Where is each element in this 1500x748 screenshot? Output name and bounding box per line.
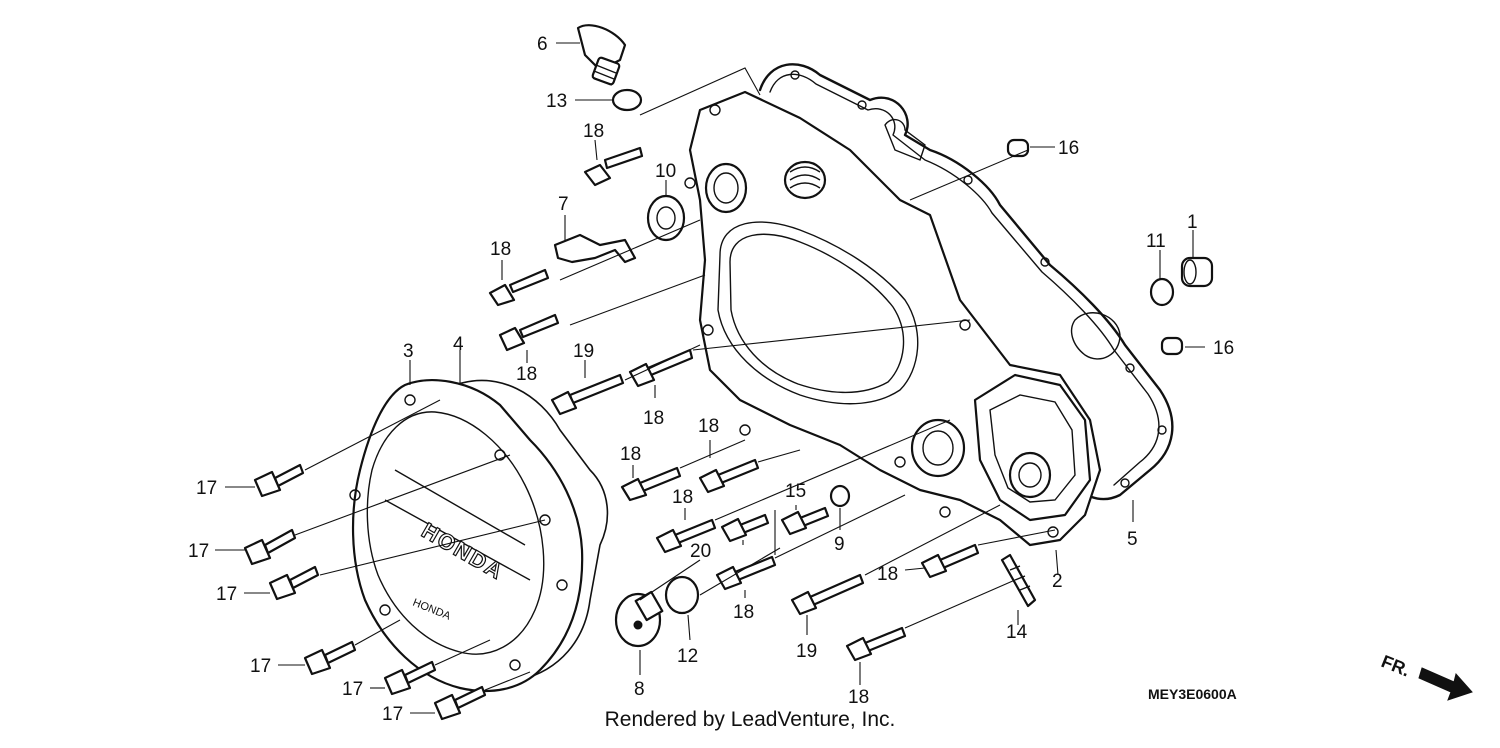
o-ring-part-11 <box>1149 277 1175 307</box>
front-arrow-icon <box>1418 667 1473 701</box>
callout-19: 19 <box>796 641 817 662</box>
bolt-17-e <box>383 660 437 696</box>
callout-16: 16 <box>1213 338 1234 359</box>
callout-1: 1 <box>1187 212 1198 233</box>
callout-17: 17 <box>342 679 363 700</box>
bolt-18-i <box>920 543 980 579</box>
dowel-pin-16-upper <box>1006 138 1030 158</box>
bolt-17-a <box>253 463 305 498</box>
gasket-part-5 <box>758 63 1174 501</box>
callout-12: 12 <box>677 646 698 667</box>
callout-18: 18 <box>490 239 511 260</box>
plug-part-8 <box>614 590 664 648</box>
bolt-18-j <box>845 626 907 662</box>
callout-18: 18 <box>516 364 537 385</box>
bolt-18-a <box>583 146 644 187</box>
bolt-18-d <box>628 348 694 388</box>
callout-3: 3 <box>403 341 414 362</box>
front-label: FR. <box>1379 651 1413 680</box>
callout-15: 15 <box>785 481 806 502</box>
callout-17: 17 <box>250 656 271 677</box>
bolt-group <box>243 146 980 721</box>
callout-19: 19 <box>573 341 594 362</box>
callout-5: 5 <box>1127 529 1138 550</box>
footer-credit: Rendered by LeadVenture, Inc. <box>604 708 896 731</box>
callout-18: 18 <box>643 408 664 429</box>
callout-16: 16 <box>1058 138 1079 159</box>
callout-7: 7 <box>558 194 569 215</box>
washer-part-9 <box>829 484 851 508</box>
callout-17: 17 <box>382 704 403 725</box>
callout-11: 11 <box>1146 231 1166 252</box>
callout-18: 18 <box>583 121 604 142</box>
callout-13: 13 <box>546 91 567 112</box>
callout-10: 10 <box>655 161 676 182</box>
front-direction-indicator: FR. <box>1379 651 1473 701</box>
clutch-cover-part-3: HONDA HONDA <box>349 379 609 693</box>
bolt-17-d <box>303 640 357 676</box>
bolt-17-b <box>243 528 297 566</box>
callout-18: 18 <box>620 444 641 465</box>
bolt-15 <box>780 506 830 536</box>
hose-part-14 <box>1000 553 1037 608</box>
callout-18: 18 <box>848 687 869 708</box>
callout-17: 17 <box>188 541 209 562</box>
callout-18: 18 <box>672 487 693 508</box>
leader-lines <box>215 42 1205 714</box>
callout-14: 14 <box>1006 622 1028 643</box>
right-crankcase-cover-part-2 <box>684 90 1102 547</box>
callout-18: 18 <box>698 416 719 437</box>
callout-4: 4 <box>453 334 464 355</box>
bolt-17-c <box>268 565 320 601</box>
bolt-19-a <box>550 373 625 416</box>
callout-17: 17 <box>196 478 217 499</box>
collar-part-1 <box>1180 256 1214 288</box>
callout-6: 6 <box>537 34 548 55</box>
bolt-18-f <box>698 458 760 494</box>
callout-8: 8 <box>634 679 645 700</box>
bolt-18-c <box>498 313 560 352</box>
callout-labels: 6 13 18 10 7 18 18 19 18 3 4 16 11 1 16 … <box>188 34 1234 725</box>
bolt-19-b <box>790 573 865 616</box>
oil-seal-part-10 <box>646 194 686 242</box>
bolt-17-f <box>433 685 487 721</box>
callout-20: 20 <box>690 541 711 562</box>
callout-2: 2 <box>1052 571 1063 592</box>
bolt-18-h <box>715 555 777 591</box>
callout-18: 18 <box>877 564 898 585</box>
oil-filler-cap-part-6 <box>576 24 627 86</box>
o-ring-part-13 <box>611 88 643 112</box>
callout-18: 18 <box>733 602 754 623</box>
bolt-20 <box>720 513 770 543</box>
diagram-code: MEY3E0600A <box>1148 686 1237 702</box>
clip-part-7 <box>553 233 637 264</box>
o-ring-part-12 <box>664 575 700 615</box>
bolt-18-g <box>655 518 717 554</box>
callout-17: 17 <box>216 584 237 605</box>
bolt-18-b <box>488 268 550 307</box>
dowel-pin-16-lower <box>1160 336 1184 356</box>
bolt-18-e <box>620 466 682 502</box>
callout-9: 9 <box>834 534 845 555</box>
